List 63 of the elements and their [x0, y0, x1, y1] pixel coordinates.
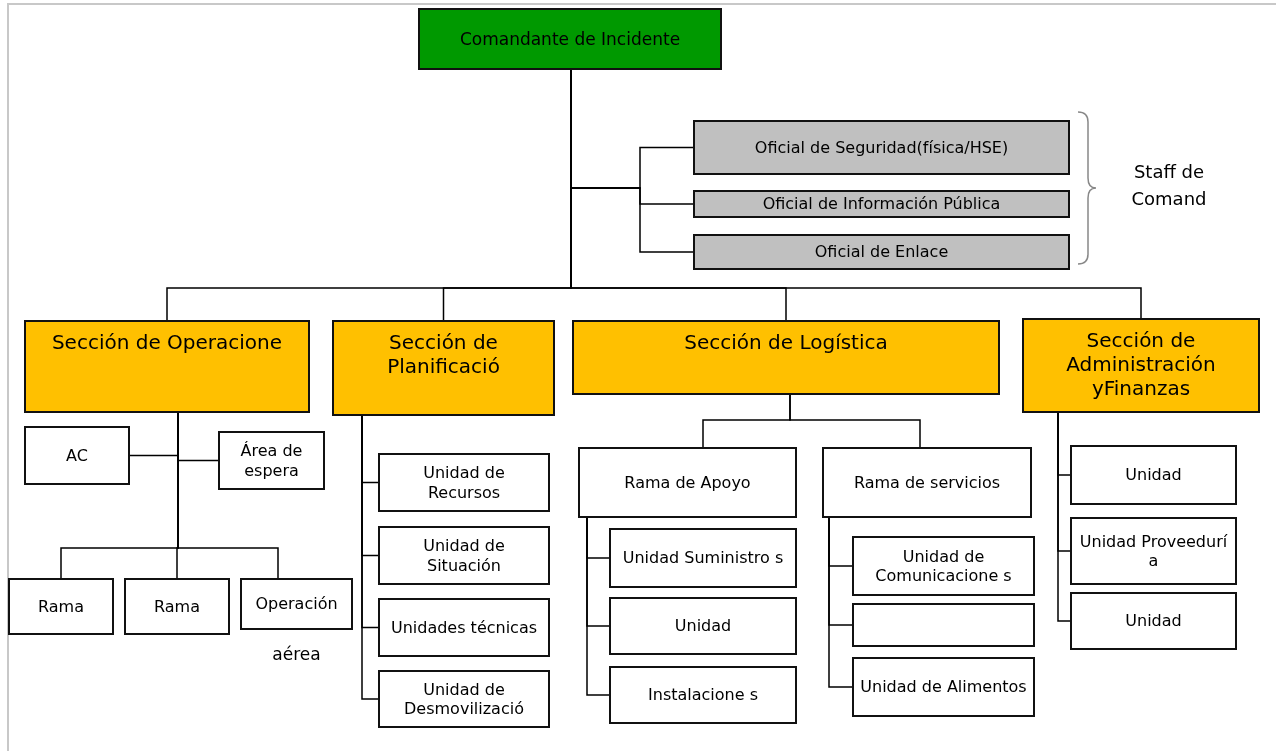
- node-text: Rama de servicios: [853, 472, 1001, 493]
- node-text: Unidad: [674, 616, 732, 636]
- node-text: Área de espera: [239, 441, 304, 480]
- group-label: Staff de Comand: [1130, 160, 1208, 211]
- node-text: Oficial de Seguridad(física/HSE): [754, 137, 1009, 158]
- unit-box: [24, 426, 130, 485]
- node-text: Sección de Planificació: [386, 330, 501, 378]
- staff-box: [693, 190, 1070, 218]
- connector-line: [177, 412, 279, 579]
- section-box: [24, 320, 310, 413]
- node-text: Sección de Logística: [684, 330, 888, 354]
- empty-box: [852, 603, 1035, 647]
- unit-box: [1070, 445, 1237, 505]
- section-box: [572, 320, 1000, 395]
- node-text: Unidad Suministro s: [622, 548, 784, 568]
- node-text: Sección de Operacione: [51, 330, 283, 354]
- node-text: Oficial de Enlace: [814, 242, 949, 262]
- node-text: Unidad: [1125, 465, 1182, 485]
- node-text: Unidad Proveedurí a: [1078, 531, 1229, 571]
- node-text: Unidad de Comunicacione s: [874, 546, 1013, 586]
- node-text: Rama: [38, 596, 84, 617]
- staff-box: [693, 120, 1070, 175]
- connector-line: [828, 517, 853, 688]
- node-text: Unidad de Alimentos: [860, 677, 1027, 697]
- node-text: Rama de Apoyo: [624, 472, 751, 493]
- node-text: Oficial de Información Pública: [762, 194, 1001, 214]
- staff-box: [693, 234, 1070, 270]
- node-text: Unidad: [1125, 611, 1182, 631]
- node-text: Comandante de Incidente: [459, 28, 681, 50]
- unit-box: [609, 597, 797, 655]
- unit-box: [124, 578, 230, 635]
- unit-box: [852, 657, 1035, 717]
- node-text: Rama: [154, 596, 200, 617]
- node-text: Unidad de Desmovilizació: [403, 679, 525, 719]
- unit-box: [378, 526, 550, 585]
- node-text: Unidad de Recursos: [422, 463, 506, 502]
- node-text: Unidad de Situación: [422, 536, 506, 575]
- unit-box: [218, 431, 325, 490]
- connector-line: [789, 394, 921, 448]
- unit-box: [1070, 592, 1237, 650]
- connector-line: [586, 517, 610, 696]
- unit-box: [609, 666, 797, 724]
- section-box: [332, 320, 555, 416]
- unit-box: [822, 447, 1032, 518]
- node-text: Unidades técnicas: [390, 617, 538, 638]
- unit-box: [609, 528, 797, 588]
- node-text: AC: [66, 445, 88, 466]
- unit-box: [1070, 517, 1237, 585]
- node-text: Instalacione s: [648, 685, 758, 705]
- unit-box: [240, 578, 353, 630]
- connector-line: [361, 415, 379, 700]
- unit-box: [378, 598, 550, 657]
- node-caption: aérea: [271, 644, 322, 664]
- unit-box: [378, 670, 550, 728]
- section-box: [1022, 318, 1260, 413]
- command-box: [418, 8, 722, 70]
- unit-box: [852, 536, 1035, 596]
- connector-line: [1057, 412, 1071, 622]
- unit-box: [378, 453, 550, 512]
- unit-box: [8, 578, 114, 635]
- node-text: Operación: [255, 594, 338, 614]
- node-text: Sección de Administración yFinanzas: [1065, 328, 1217, 400]
- unit-box: [578, 447, 797, 518]
